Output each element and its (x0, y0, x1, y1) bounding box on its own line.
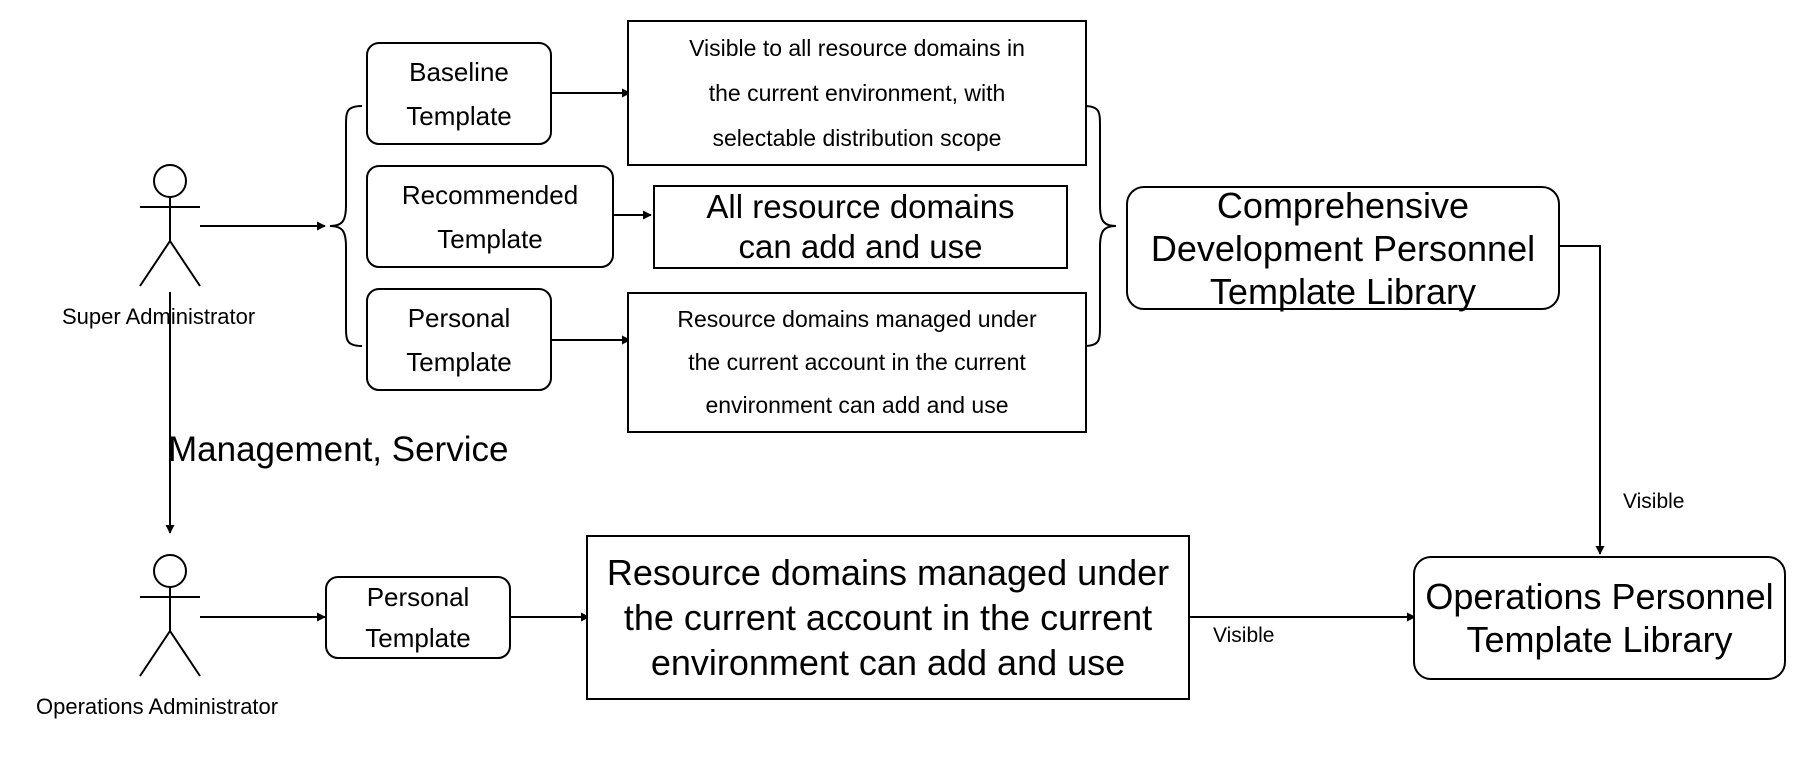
super-admin-figure (139, 164, 201, 287)
super-admin-label: Super Administrator (62, 304, 256, 329)
baseline-template-box: Baseline Template (366, 42, 552, 145)
development-template-library: Comprehensive Development Personnel Temp… (1126, 185, 1560, 312)
arrow-dev-library-to-ops-library (1559, 245, 1605, 555)
personal-scope-bottom-box: Resource domains managed under the curre… (586, 535, 1190, 700)
left-brace (329, 105, 363, 347)
visible-label-right: Visible (1623, 490, 1685, 513)
personal-scope-box: Resource domains managed under the curre… (627, 292, 1087, 433)
recommended-scope-box: All resource domains can add and use (653, 185, 1068, 269)
ops-admin-figure (139, 554, 201, 677)
right-brace (1083, 105, 1117, 347)
visible-label-bottom: Visible (1213, 624, 1275, 647)
recommended-template-box: Recommended Template (366, 165, 614, 268)
operations-template-library: Operations Personnel Template Library (1413, 556, 1786, 680)
management-service-label: Management, Service (168, 430, 509, 469)
ops-admin-label: Operations Administrator (36, 694, 279, 719)
personal-template-box: Personal Template (366, 288, 552, 391)
baseline-scope-box: Visible to all resource domains in the c… (627, 20, 1087, 166)
personal-template-bottom-box: Personal Template (325, 576, 511, 659)
